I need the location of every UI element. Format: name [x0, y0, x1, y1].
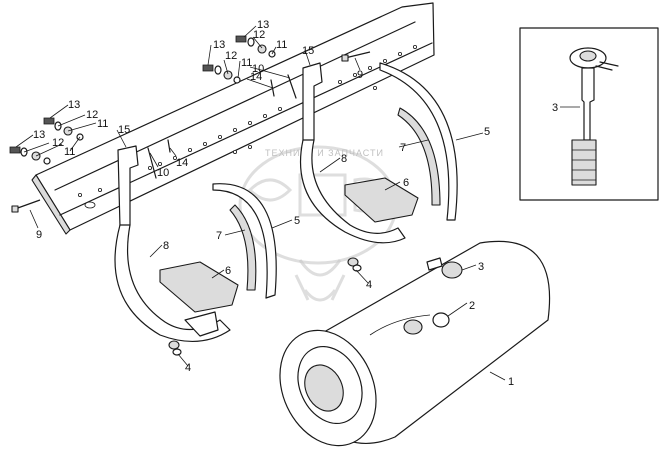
bolt-9-right [344, 51, 371, 59]
callout-13-b: 13 [213, 39, 225, 51]
washer-4-right [352, 264, 362, 272]
pad-left [159, 261, 239, 313]
bolt-9-left [14, 199, 41, 210]
callout-4-left: 4 [185, 362, 191, 374]
filler-cap [432, 312, 450, 328]
callout-1: 1 [508, 376, 514, 388]
tank-end-boss [304, 364, 344, 412]
pin-14-left [167, 139, 171, 153]
callout-6-left: 6 [225, 265, 231, 277]
callout-5-right: 5 [484, 126, 490, 138]
callout-10-left: 10 [157, 167, 169, 179]
right-bracket-assembly [299, 62, 458, 244]
nut-4-left [168, 340, 180, 350]
fuel-sender-flange [441, 261, 463, 279]
bolt-9-left-head [11, 205, 19, 213]
shield-left [229, 204, 257, 291]
pin-10-left [147, 147, 157, 179]
callout-13-a: 13 [257, 19, 269, 31]
callout-numbers: 1 2 3 3 4 4 5 5 6 6 7 7 8 8 9 9 10 10 11… [33, 19, 558, 388]
frame-rail-flange-line [54, 21, 416, 191]
frame-hole [84, 201, 96, 209]
sender-filter [571, 139, 597, 186]
callout-13-d: 13 [33, 129, 45, 141]
fuel-tank [279, 240, 551, 447]
left-bracket-assembly [114, 145, 277, 343]
callout-13-c: 13 [68, 99, 80, 111]
callout-7-left: 7 [216, 230, 222, 242]
callout-15-left: 15 [118, 124, 130, 136]
bolt-set-a [235, 35, 276, 58]
callout-11-b: 11 [241, 57, 252, 69]
callout-8-right: 8 [341, 153, 347, 165]
callout-14-left: 14 [176, 157, 188, 169]
bolt-9-right-head [341, 54, 349, 62]
bolt-set-b [202, 64, 241, 84]
fuel-sender-fitting [426, 257, 443, 271]
callout-3-tank: 3 [478, 261, 484, 273]
filler-neck [403, 319, 423, 335]
callout-12-d: 12 [52, 137, 64, 149]
watermark-emblem [294, 259, 346, 302]
callout-12-b: 12 [225, 50, 237, 62]
strap-left-upper [212, 183, 277, 299]
callout-9-left: 9 [36, 229, 42, 241]
callout-11-d: 11 [64, 146, 75, 158]
callout-3-inset: 3 [552, 102, 558, 114]
callout-10-right: 10 [252, 63, 264, 75]
callout-8-left: 8 [163, 240, 169, 252]
strap-right-upper [379, 62, 458, 221]
callout-11-c: 11 [97, 118, 108, 130]
frame-holes [78, 45, 417, 197]
washer-4-left [172, 348, 182, 356]
tank-sight-line [369, 314, 431, 336]
callout-9-right: 9 [357, 69, 363, 81]
callout-15-right: 15 [302, 45, 314, 57]
pin-10-right [287, 74, 297, 99]
callout-14-right: 14 [250, 71, 262, 83]
callout-4-right: 4 [366, 279, 372, 291]
callout-7-right: 7 [400, 142, 406, 154]
leader-lines [15, 25, 580, 381]
callout-12-c: 12 [86, 109, 98, 121]
callout-6-right: 6 [403, 177, 409, 189]
callout-5-left: 5 [294, 215, 300, 227]
sender-terminals [595, 61, 619, 71]
frame-rail-end [31, 174, 71, 235]
callout-11-a: 11 [276, 39, 287, 51]
sender-head-center [579, 50, 597, 62]
strap-left-clamp [184, 311, 219, 337]
shield-right [397, 107, 441, 206]
watermark-text: ТЕХНИКА И ЗАПЧАСТИ [265, 148, 384, 158]
callout-2: 2 [469, 300, 475, 312]
fuel-sender-inset [519, 27, 659, 201]
sender-filter-mesh [572, 149, 596, 181]
pad-right [344, 177, 419, 223]
strap-left-lower [114, 224, 231, 343]
callout-12-a: 12 [253, 29, 265, 41]
strap-right-lower [299, 139, 406, 244]
